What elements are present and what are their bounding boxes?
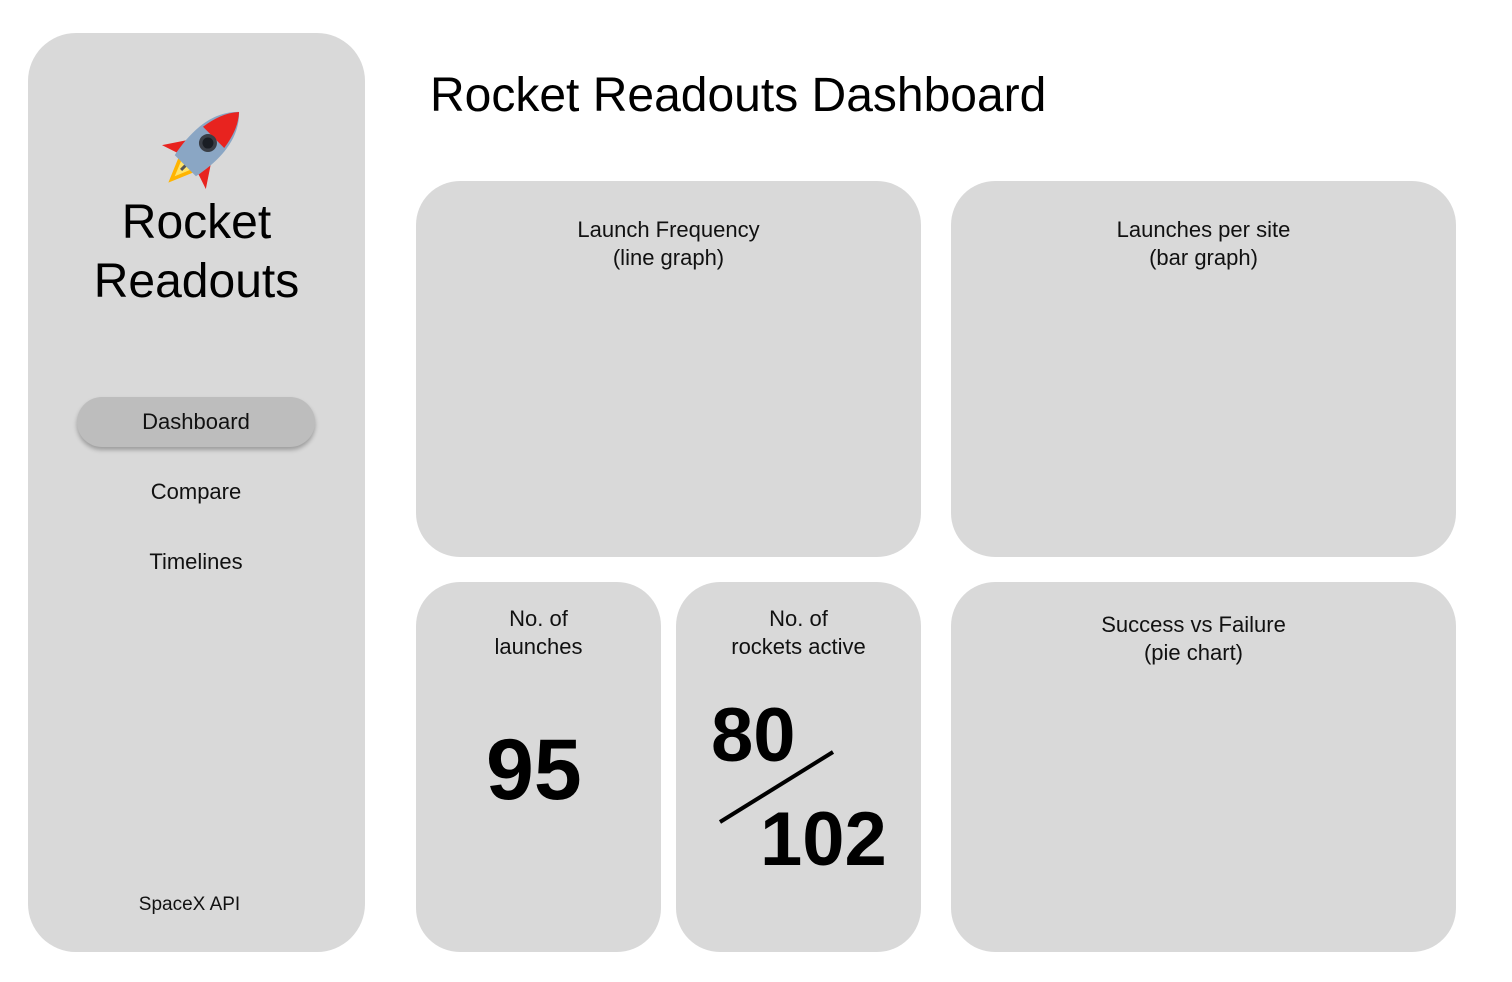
success-failure-title: Success vs Failure (pie chart) [1101,612,1286,665]
launch-count-value: 95 [486,722,582,818]
active-rockets-title: No. of rockets active [731,606,866,659]
active-rockets-card: No. of rockets active 80 102 [676,582,921,952]
launch-frequency-card: Launch Frequency (line graph) [416,181,921,557]
launches-per-site-title: Launches per site (bar graph) [1116,217,1291,270]
launch-frequency-title: Launch Frequency (line graph) [577,217,760,270]
launch-count-card: No. of launches 95 [416,582,661,952]
active-rockets-numerator: 80 [711,693,796,778]
launches-per-site-card: Launches per site (bar graph) [951,181,1456,557]
page-title: Rocket Readouts Dashboard [430,69,1047,122]
nav-item-compare[interactable]: Compare [150,479,242,504]
success-failure-card: Success vs Failure (pie chart) [951,582,1456,952]
launch-count-title: No. of launches [494,606,583,659]
rocket-icon [161,111,240,190]
active-rockets-denominator: 102 [760,797,887,882]
fraction-slash [718,750,835,824]
nav-item-timelines[interactable]: Timelines [149,549,243,574]
app-name: Rocket Readouts [93,196,300,308]
api-credit: SpaceX API [138,894,241,915]
sidebar: Rocket Readouts Dashboard Compare Timeli… [28,33,365,952]
nav-item-dashboard[interactable]: Dashboard [77,397,315,447]
